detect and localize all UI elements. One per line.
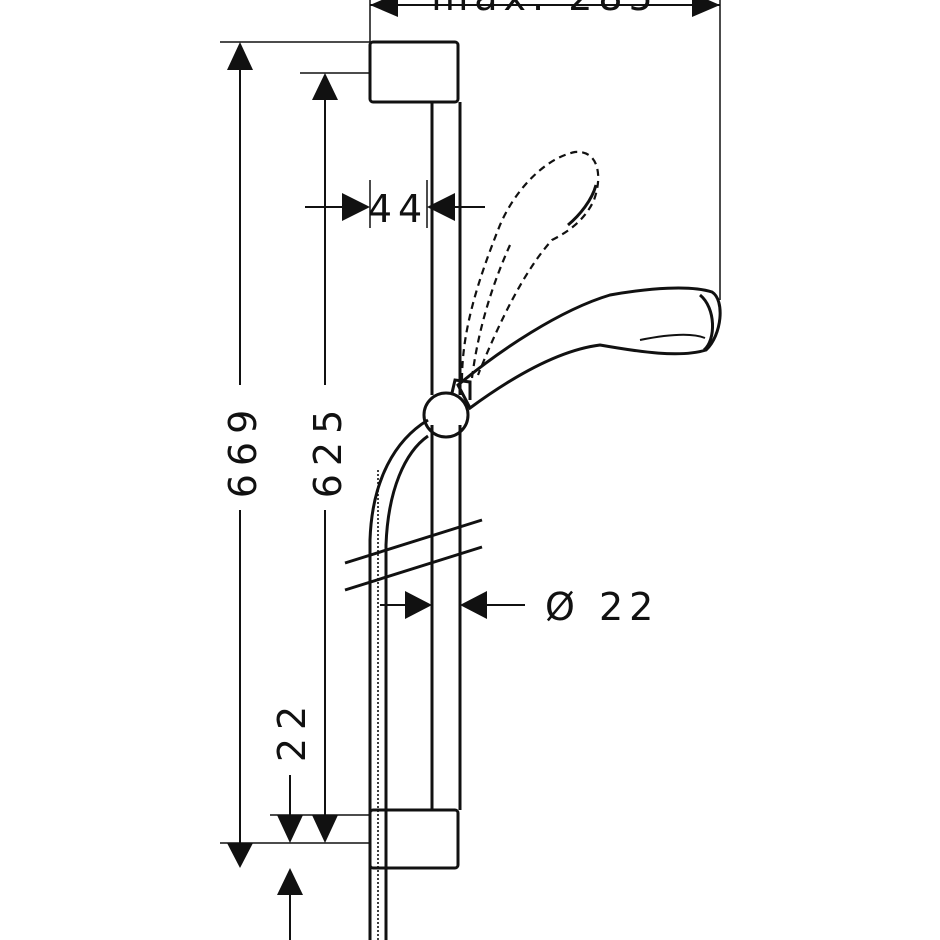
overall-height-label: 669 xyxy=(221,402,265,499)
bottom-bracket xyxy=(368,808,460,870)
bottom-offset-label: 22 xyxy=(270,698,314,762)
hand-shower-tilted-position xyxy=(460,150,600,381)
hand-shower xyxy=(456,286,722,411)
overall-height-dimension: 669 xyxy=(220,41,370,868)
max-reach-dimension: max. 285 xyxy=(369,0,721,300)
bar-diameter-label: Ø 22 xyxy=(545,585,659,629)
rail-bar xyxy=(344,40,483,870)
bar-length-dimension: 625 xyxy=(300,72,370,843)
wall-offset-label: 44 xyxy=(368,187,428,231)
bar-length-label: 625 xyxy=(306,402,350,499)
wall-offset-dimension: 44 xyxy=(305,180,485,231)
shower-hose xyxy=(368,418,429,940)
max-reach-label: max. 285 xyxy=(431,0,658,19)
bar-diameter-dimension: Ø 22 xyxy=(380,585,659,629)
bottom-offset-dimension: 22 xyxy=(270,698,370,940)
top-bracket xyxy=(368,40,460,104)
